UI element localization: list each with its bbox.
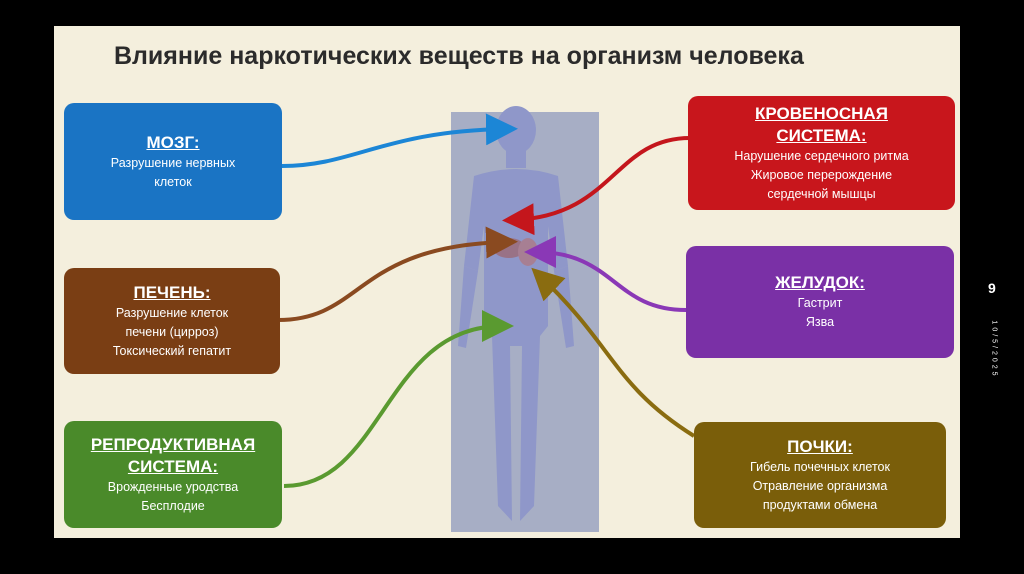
liver-line-3: Токсический гепатит	[112, 343, 232, 358]
blood-line-1: Нарушение сердечного ритма	[734, 148, 909, 163]
brain-line-1: Разрушение нервных	[110, 155, 236, 170]
stomach-box: ЖЕЛУДОК: Гастрит Язва	[686, 246, 954, 358]
page-date: 10/5/2025	[990, 320, 998, 379]
stomach-line-2: Язва	[805, 315, 835, 329]
repro-line-2: Бесплодие	[141, 498, 205, 513]
blood-heading-1: КРОВЕНОСНАЯ	[755, 103, 888, 123]
page-number: 9	[988, 280, 996, 296]
blood-line-2: Жировое перерождение	[750, 167, 893, 182]
repro-line-1: Врожденные уродства	[107, 479, 239, 494]
blood-heading-2: СИСТЕМА:	[776, 125, 867, 145]
body-panel	[451, 112, 599, 532]
kidneys-line-3: продуктами обмена	[762, 497, 878, 512]
slide-title: Влияние наркотических веществ на организ…	[114, 42, 804, 70]
repro-heading-2: СИСТЕМА:	[127, 456, 219, 476]
kidneys-line-2: Отравление организма	[752, 478, 888, 493]
brain-heading: МОЗГ:	[146, 132, 200, 152]
stomach-line-1: Гастрит	[797, 296, 843, 310]
liver-heading: ПЕЧЕНЬ:	[133, 282, 211, 302]
brain-box: МОЗГ: Разрушение нервных клеток	[64, 103, 282, 220]
brain-line-2: клеток	[154, 174, 192, 189]
kidneys-box: ПОЧКИ: Гибель почечных клеток Отравление…	[694, 422, 946, 528]
repro-heading-1: РЕПРОДУКТИВНАЯ	[90, 434, 256, 454]
liver-line-1: Разрушение клеток	[115, 305, 229, 320]
liver-box: ПЕЧЕНЬ: Разрушение клеток печени (цирроз…	[64, 268, 280, 374]
repro-box: РЕПРОДУКТИВНАЯ СИСТЕМА: Врожденные уродс…	[64, 421, 282, 528]
blood-line-3: сердечной мышцы	[767, 186, 876, 201]
slide: Влияние наркотических веществ на организ…	[54, 26, 960, 538]
blood-box: КРОВЕНОСНАЯ СИСТЕМА: Нарушение сердечног…	[688, 96, 955, 210]
stomach-heading: ЖЕЛУДОК:	[775, 273, 865, 292]
liver-line-2: печени (цирроз)	[125, 324, 219, 339]
kidneys-line-1: Гибель почечных клеток	[750, 459, 890, 474]
kidneys-heading: ПОЧКИ:	[787, 436, 853, 456]
